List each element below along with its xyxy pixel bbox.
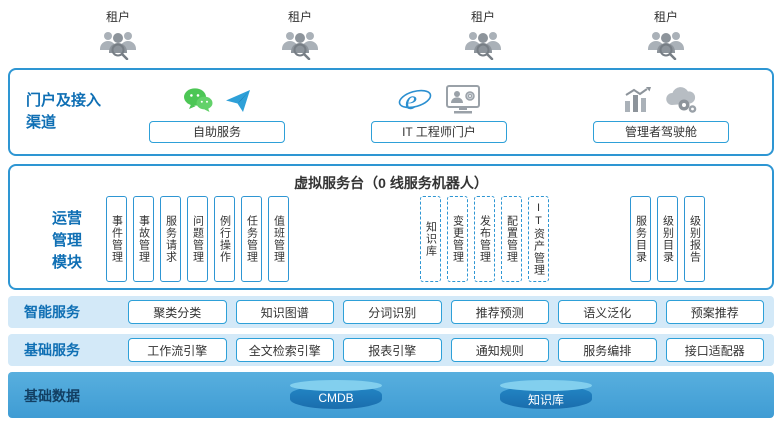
smart-service-knowledge-graph: 知识图谱	[235, 300, 334, 324]
engineer-monitor-icon	[446, 84, 480, 113]
module-routine-ops: 例行操作	[214, 196, 235, 282]
module-knowledge-base: 知识库	[420, 196, 441, 282]
it-engineer-icons: e	[397, 82, 481, 114]
tenant-group: 租户	[626, 8, 706, 60]
module-accident-mgmt: 事故管理	[133, 196, 154, 282]
base-services-label: 基础服务	[24, 342, 80, 358]
module-task-mgmt: 任务管理	[241, 196, 262, 282]
module-problem-mgmt: 问题管理	[187, 196, 208, 282]
cmdb-database: CMDB	[290, 380, 382, 410]
portal-label-line2: 渠道	[26, 114, 57, 131]
wechat-icon	[184, 87, 213, 112]
user-group-icon	[465, 32, 501, 60]
portal-section: 门户及接入 渠道 自助服务	[8, 68, 774, 156]
base-service-workflow-engine: 工作流引擎	[128, 338, 227, 362]
ops-label-line3: 模块	[51, 253, 82, 271]
smart-service-clustering: 聚类分类	[128, 300, 227, 324]
database-cylinder-top	[290, 380, 382, 391]
base-services-items: 工作流引擎 全文检索引擎 报表引擎 通知规则 服务编排 接口适配器	[128, 338, 774, 362]
tenant-group: 租户	[260, 8, 340, 60]
virtual-service-desk-title: 虚拟服务台（0 线服务机器人）	[294, 175, 488, 191]
process-modules-group: 事件管理 事故管理 服务请求 问题管理 例行操作 任务管理 值班管理	[106, 196, 289, 282]
module-duty-mgmt: 值班管理	[268, 196, 289, 282]
manager-cockpit-group: 管理者驾驶舱	[550, 70, 772, 154]
database-cylinder-top	[500, 380, 592, 391]
change-modules-group: 知识库 变更管理 发布管理 配置管理 IT资产管理	[420, 196, 549, 282]
ops-label-line2: 管理	[51, 231, 82, 249]
smart-service-recommendation: 推荐预测	[450, 300, 549, 324]
tenant-label: 租户	[105, 10, 130, 24]
portal-section-label: 门户及接入 渠道	[10, 70, 106, 154]
base-service-interface-adapter: 接口适配器	[665, 338, 764, 362]
module-it-asset-mgmt: IT资产管理	[528, 196, 549, 282]
module-release-mgmt: 发布管理	[474, 196, 495, 282]
user-group-icon	[100, 32, 136, 60]
module-level-catalog: 级别目录	[657, 196, 678, 282]
tenant-label: 租户	[653, 10, 678, 24]
module-service-catalog: 服务目录	[630, 196, 651, 282]
cloud-gear-icon	[666, 86, 697, 113]
smart-service-semantic: 语义泛化	[558, 300, 657, 324]
module-level-report: 级别报告	[684, 196, 705, 282]
self-service-button: 自助服务	[149, 120, 285, 143]
base-service-notification-rules: 通知规则	[450, 338, 549, 362]
svg-text:e: e	[405, 85, 417, 114]
module-service-request: 服务请求	[160, 196, 181, 282]
cmdb-database-label: CMDB	[318, 391, 354, 405]
tenant-group: 租户	[78, 8, 158, 60]
smart-services-band: 智能服务 聚类分类 知识图谱 分词识别 推荐预测 语义泛化 预案推荐	[8, 296, 774, 328]
module-config-mgmt: 配置管理	[501, 196, 522, 282]
knowledge-base-database-label: 知识库	[527, 393, 564, 407]
catalog-modules-group: 服务目录 级别目录 级别报告	[630, 196, 705, 282]
user-group-icon	[648, 32, 684, 60]
smart-services-label: 智能服务	[24, 304, 80, 320]
manager-cockpit-icons	[622, 82, 700, 114]
paper-plane-icon	[226, 89, 250, 112]
it-engineer-portal-button: IT 工程师门户	[371, 120, 507, 143]
module-change-mgmt: 变更管理	[447, 196, 468, 282]
module-incident-mgmt: 事件管理	[106, 196, 127, 282]
base-services-band: 基础服务 工作流引擎 全文检索引擎 报表引擎 通知规则 服务编排 接口适配器	[8, 334, 774, 366]
tenant-label: 租户	[287, 10, 312, 24]
operations-section-label: 运营 管理 模块	[36, 208, 98, 273]
self-service-icons	[183, 82, 251, 114]
base-data-label: 基础数据	[24, 388, 80, 404]
smart-service-word-segmentation: 分词识别	[343, 300, 442, 324]
smart-service-plan-recommendation: 预案推荐	[665, 300, 764, 324]
tenant-group: 租户	[443, 8, 523, 60]
self-service-group: 自助服务	[106, 70, 328, 154]
tenant-label: 租户	[470, 10, 495, 24]
base-service-fulltext-search: 全文检索引擎	[235, 338, 334, 362]
it-engineer-portal-group: e IT 工程师门户	[328, 70, 550, 154]
knowledge-base-database: 知识库	[500, 380, 592, 410]
base-service-orchestration: 服务编排	[558, 338, 657, 362]
bar-chart-icon	[625, 86, 651, 112]
smart-services-items: 聚类分类 知识图谱 分词识别 推荐预测 语义泛化 预案推荐	[128, 300, 774, 324]
ops-label-line1: 运营	[51, 210, 82, 227]
base-data-band: 基础数据 CMDB 知识库	[8, 372, 774, 418]
portal-label-line1: 门户及接入	[26, 91, 102, 109]
manager-cockpit-button: 管理者驾驶舱	[593, 120, 729, 143]
base-service-report-engine: 报表引擎	[343, 338, 442, 362]
ie-browser-icon: e	[398, 85, 432, 114]
operations-section: 虚拟服务台（0 线服务机器人） 运营 管理 模块 事件管理 事故管理 服务请求 …	[8, 164, 774, 290]
user-group-icon	[282, 32, 318, 60]
